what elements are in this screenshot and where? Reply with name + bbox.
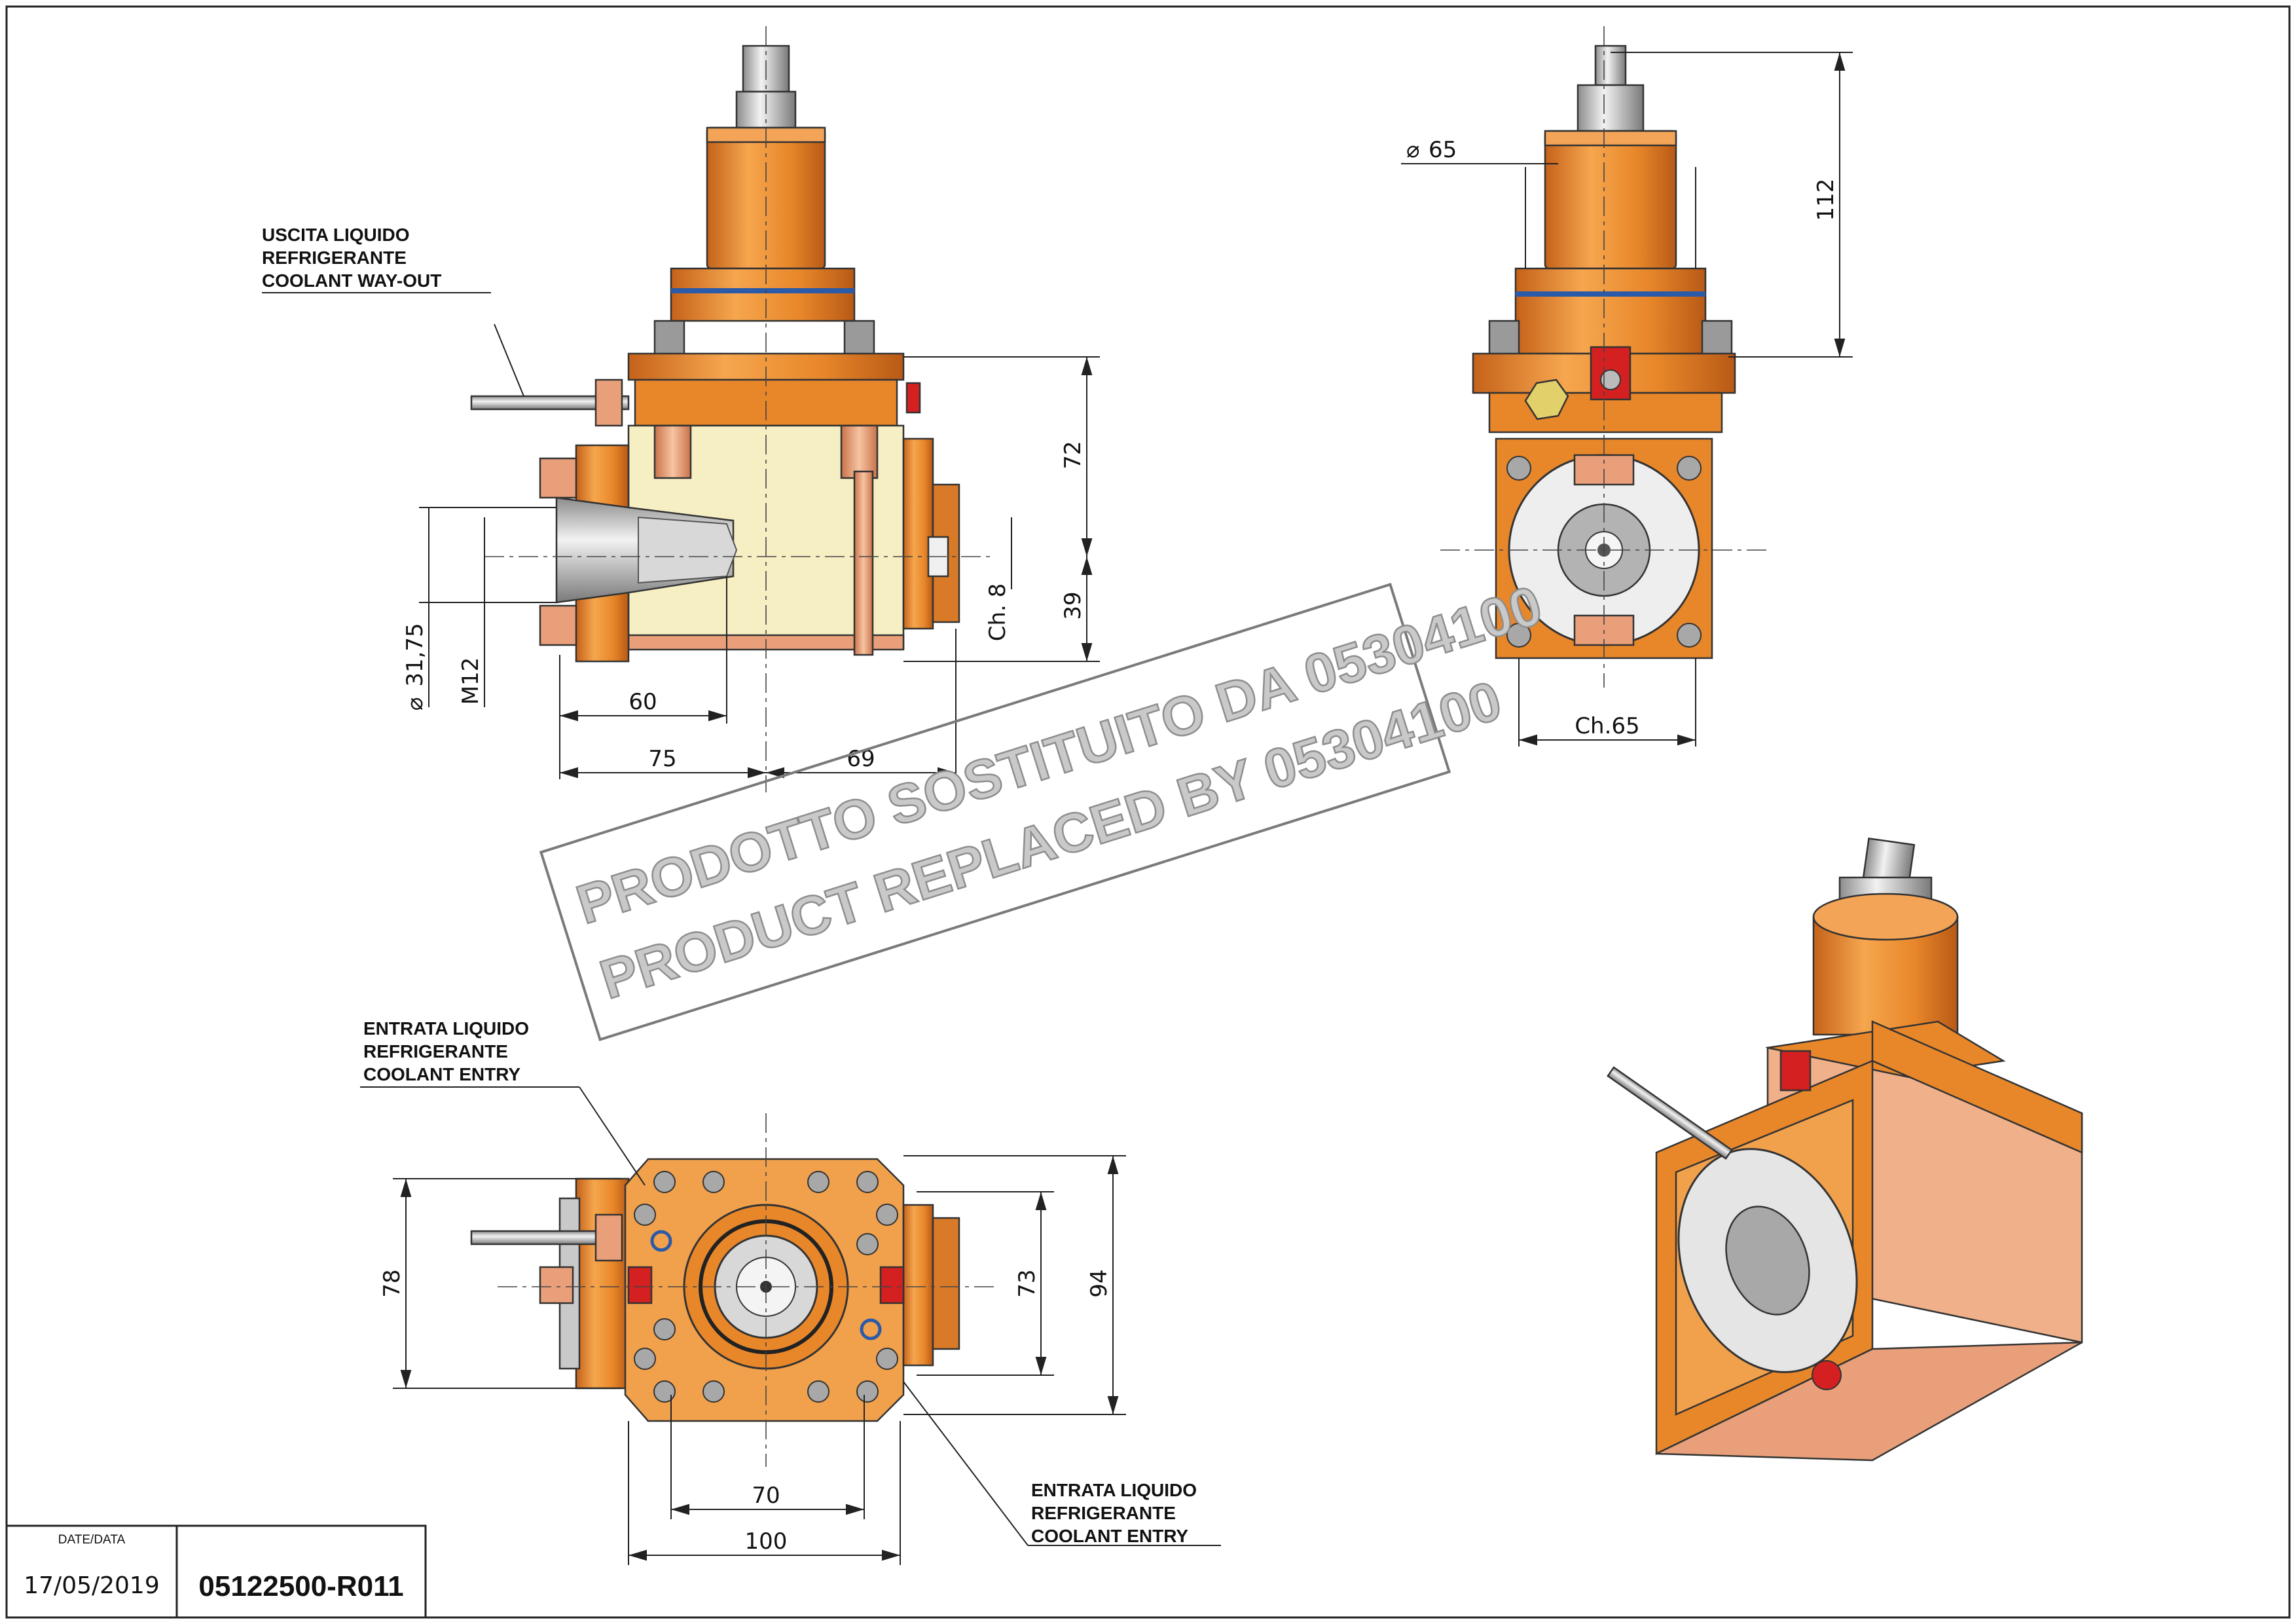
dim-112: 112 [1813,179,1839,221]
title-block: DATE/DATA 17/05/2019 05122500-R011 [5,1524,427,1619]
sheet-border [5,5,2291,1619]
label-line: COOLANT ENTRY [1031,1526,1188,1546]
label-line: ENTRATA LIQUIDO [1031,1480,1197,1500]
callout-coolant-way-out: USCITA LIQUIDO REFRIGERANTE COOLANT WAY-… [262,225,441,291]
dim-100: 100 [745,1528,788,1555]
dim-65-symbol: ⌀ [1406,137,1419,163]
label-line: COOLANT ENTRY [363,1064,520,1084]
side-view [470,26,995,792]
label-line: REFRIGERANTE [1031,1503,1176,1523]
label-line: ENTRATA LIQUIDO [363,1018,529,1039]
dim-31-75: 31,75 [402,623,428,686]
dim-ch8: Ch. 8 [985,583,1011,642]
dim-m12: M12 [458,657,484,705]
top-view [470,1113,995,1467]
dim-69: 69 [847,746,875,772]
dim-75: 75 [648,746,676,772]
date-label: DATE/DATA [58,1533,126,1547]
dim-94: 94 [1086,1269,1112,1297]
callout-coolant-entry-top: ENTRATA LIQUIDO REFRIGERANTE COOLANT ENT… [363,1018,529,1084]
drawing-date: 17/05/2019 [24,1572,160,1599]
dim-ch65: Ch.65 [1575,713,1639,739]
dim-65: 65 [1429,137,1457,163]
label-line: USCITA LIQUIDO [262,225,410,245]
dim-78: 78 [379,1269,405,1297]
label-line: REFRIGERANTE [262,248,407,268]
dim-73: 73 [1014,1269,1040,1297]
label-line: COOLANT WAY-OUT [262,270,441,291]
front-view [1440,26,1768,688]
dimension-lines [262,52,1853,1565]
dim-diameter-symbol: ⌀ [402,697,428,710]
label-line: REFRIGERANTE [363,1041,508,1061]
drawing-code: 05122500-R011 [198,1570,403,1602]
dim-70: 70 [752,1483,780,1509]
dim-72: 72 [1060,441,1086,469]
callout-coolant-entry-bottom: ENTRATA LIQUIDO REFRIGERANTE COOLANT ENT… [1031,1480,1197,1546]
dim-39: 39 [1060,591,1086,619]
isometric-view [1607,838,2083,1462]
dim-60: 60 [629,689,657,715]
